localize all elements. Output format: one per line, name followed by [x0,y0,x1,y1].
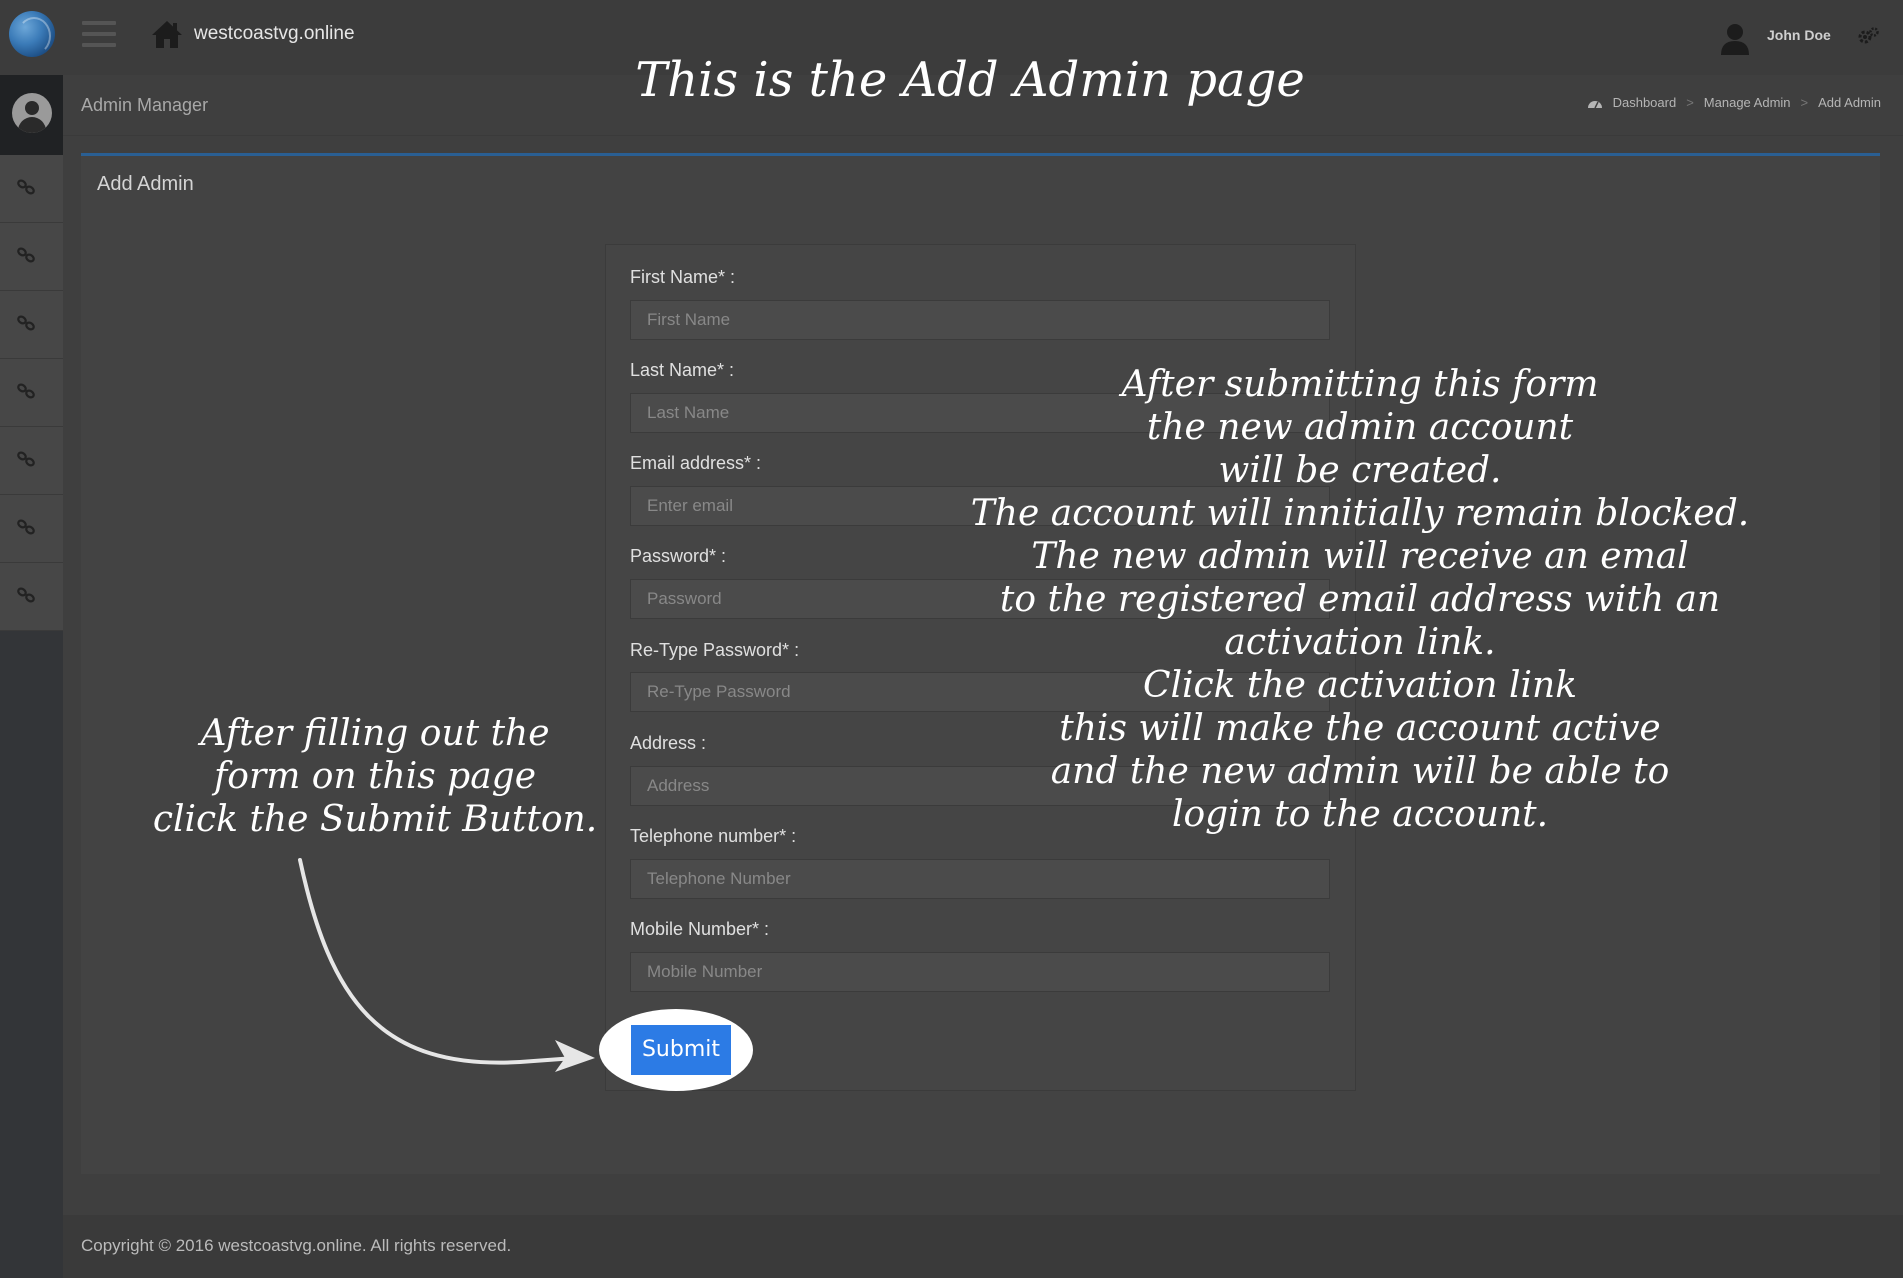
site-name-link[interactable]: westcoastvg.online [194,23,355,44]
annotation-left-line: After filling out the [200,713,550,754]
menu-toggle-icon[interactable] [82,21,116,49]
mobile-input[interactable]: Mobile Number [630,952,1330,992]
page-title-bar: Admin Manager Dashboard > Manage Admin >… [63,75,1903,136]
first-name-input[interactable]: First Name [630,300,1330,340]
home-icon[interactable] [150,18,184,50]
globe-logo-icon[interactable] [9,11,55,57]
copyright-text: Copyright © 2016 westcoastvg.online. All… [81,1236,512,1255]
mobile-label: Mobile Number* : [630,919,770,939]
submit-button[interactable]: Submit [631,1025,731,1075]
module-title: Admin Manager [81,95,209,115]
annotation-title: This is the Add Admin page [635,52,1305,108]
annotation-right-line: and the new admin will be able to [1050,751,1670,792]
annotation-right-line: will be created. [1218,450,1502,491]
telephone-label: Telephone number* : [630,826,797,846]
last-name-input[interactable]: Last Name [630,393,1330,433]
breadcrumb: Dashboard > Manage Admin > Add Admin [1587,95,1881,110]
link-icon [17,451,35,467]
link-icon [17,315,35,331]
annotation-right-line: login to the account. [1171,794,1549,835]
link-icon [17,519,35,535]
annotation-right-line: this will make the account active [1059,708,1661,749]
sidebar-item-1[interactable] [0,155,63,223]
address-label: Address : [630,733,707,753]
link-icon [17,179,35,195]
address-input[interactable]: Address [630,766,1330,806]
email-input[interactable]: Enter email [630,486,1330,526]
annotation-right-line: to the registered email address with an [999,579,1721,620]
sidebar-item-4[interactable] [0,359,63,427]
add-admin-box: Add Admin First Name* : First Name Last … [81,153,1880,1174]
password-label: Password* : [630,546,727,566]
top-header: westcoastvg.online John Doe [0,0,1903,76]
sidebar-item-6[interactable] [0,495,63,563]
footer: Copyright © 2016 westcoastvg.online. All… [63,1215,1903,1278]
annotation-right-line: After submitting this form [1121,364,1599,405]
last-name-label: Last Name* : [630,360,735,380]
user-avatar-icon[interactable] [1718,21,1752,55]
dashboard-icon [1587,100,1602,108]
sidebar-avatar[interactable] [0,75,63,155]
left-sidebar [0,75,63,1278]
breadcrumb-manage-admin[interactable]: Manage Admin [1703,95,1791,110]
sidebar-item-3[interactable] [0,291,63,359]
retype-password-input[interactable]: Re-Type Password [630,672,1330,712]
box-title: Add Admin [97,173,194,195]
password-input[interactable]: Password [630,579,1330,619]
sidebar-item-7[interactable] [0,563,63,631]
annotation-left-line: click the Submit Button. [152,799,598,840]
link-icon [17,383,35,399]
telephone-input[interactable]: Telephone Number [630,859,1330,899]
add-admin-form: First Name* : First Name Last Name* : La… [605,244,1356,1091]
user-name[interactable]: John Doe [1767,27,1831,43]
email-label: Email address* : [630,453,762,473]
annotation-left-line: form on this page [213,756,537,797]
breadcrumb-separator: > [1686,95,1694,110]
annotation-left: After filling out the form on this page … [140,712,610,841]
breadcrumb-separator: > [1800,95,1809,110]
sidebar-item-5[interactable] [0,427,63,495]
annotation-right-line: The new admin will receive an emal [1031,536,1689,577]
settings-gear-icon[interactable] [1857,26,1879,46]
retype-password-label: Re-Type Password* : [630,640,800,660]
annotation-right-line: the new admin account [1146,407,1574,448]
breadcrumb-add-admin: Add Admin [1818,95,1881,110]
annotation-right: After submitting this form the new admin… [960,363,1760,836]
link-icon [17,247,35,263]
annotation-right-line: activation link. [1224,622,1496,663]
link-icon [17,587,35,603]
annotation-right-line: Click the activation link [1142,665,1578,706]
first-name-label: First Name* : [630,267,736,287]
sidebar-item-2[interactable] [0,223,63,291]
breadcrumb-dashboard[interactable]: Dashboard [1612,95,1677,110]
annotation-right-line: The account will innitially remain block… [970,493,1750,534]
